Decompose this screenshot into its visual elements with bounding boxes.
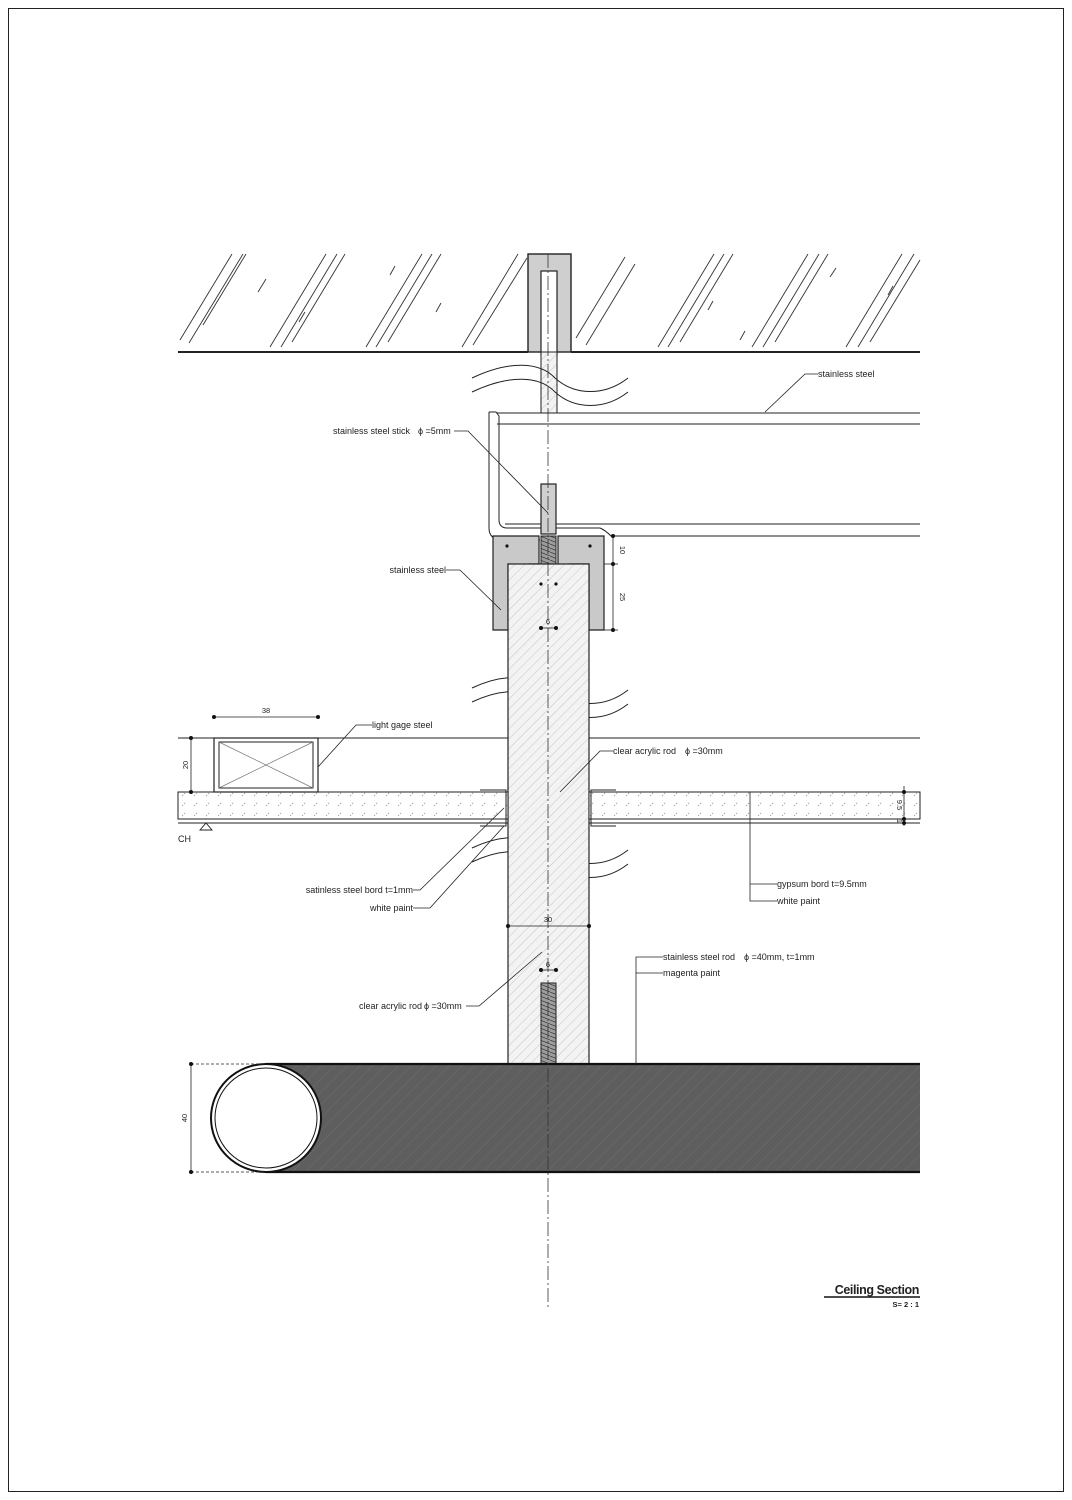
drawing-title: Ceiling Section <box>835 1283 919 1297</box>
dim-25: 25 <box>618 593 627 601</box>
dim-1: 1 <box>895 819 904 823</box>
label-stainless-fitting: stainless steel <box>389 565 446 575</box>
concrete-slab <box>178 253 921 353</box>
light-gage-steel-profile <box>213 737 319 793</box>
label-clear-acrylic-upper: clear acrylic rod <box>613 746 676 756</box>
label-white-paint-left: white paint <box>369 903 414 913</box>
dimension-dots <box>189 534 906 1174</box>
label-clear-acrylic-upper-dia: ϕ =30mm <box>685 746 723 756</box>
label-satinless-bord: satinless steel bord t=1mm <box>306 885 413 895</box>
sheet-border <box>8 8 1064 1492</box>
lower-thread <box>540 982 557 1065</box>
dim-10: 10 <box>618 546 627 554</box>
dim-20: 20 <box>181 761 190 769</box>
title-block: Ceiling Section S= 2 : 1 <box>824 1283 920 1309</box>
stainless-steel-rod <box>210 1062 920 1174</box>
dim-38: 38 <box>262 706 270 715</box>
dim-6-upper: 6 <box>546 617 550 626</box>
label-magenta-paint: magenta paint <box>663 968 721 978</box>
label-light-gage-steel: light gage steel <box>372 720 433 730</box>
dim-6-lower: 6 <box>546 960 550 969</box>
label-rod-spec-dia: ϕ =40mm, t=1mm <box>744 952 815 962</box>
dim-40: 40 <box>180 1114 189 1122</box>
label-clear-acrylic-lower-dia: ϕ =30mm <box>424 1001 462 1011</box>
label-ch-mark: CH <box>178 834 191 844</box>
drawing-scale: S= 2 : 1 <box>893 1300 919 1309</box>
label-stainless-stick: stainless steel stick <box>333 426 411 436</box>
label-stainless-steel-top: stainless steel <box>818 369 875 379</box>
label-clear-acrylic-lower: clear acrylic rod <box>359 1001 422 1011</box>
dimension-lines <box>180 536 914 1173</box>
steel-stick <box>540 483 557 535</box>
slab-anchor-insert <box>527 253 572 414</box>
leader-lines <box>317 373 818 1064</box>
ceiling-assembly <box>177 737 921 831</box>
label-stainless-stick-dia: ϕ =5mm <box>418 426 451 436</box>
label-rod-spec: stainless steel rod <box>663 952 735 962</box>
dim-30: 30 <box>544 915 552 924</box>
label-white-paint-right: white paint <box>776 896 821 906</box>
dim-9-5: 9.5 <box>895 800 904 810</box>
label-gypsum-bord: gypsum bord t=9.5mm <box>777 879 867 889</box>
